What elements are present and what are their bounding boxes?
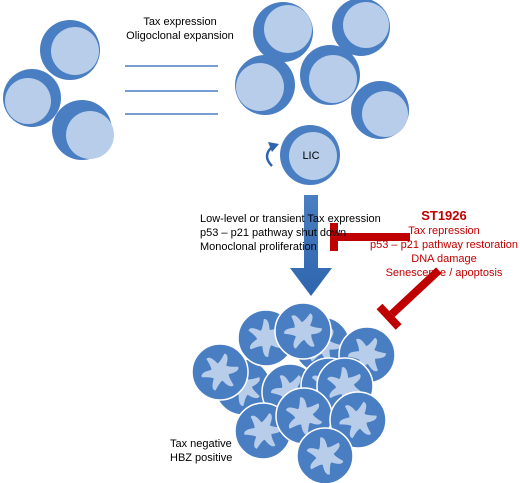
self-renewal-arrow-icon <box>265 142 279 167</box>
bottom-label-line2: HBZ positive <box>170 452 233 464</box>
top-label-line2: Oligoclonal expansion <box>126 30 234 42</box>
cell <box>40 20 100 80</box>
drug-effect: DNA damage <box>411 253 477 265</box>
cell <box>351 81 409 139</box>
inhibition-arrow-lower <box>376 267 442 330</box>
bottom-label-line1: Tax negative <box>170 438 232 450</box>
lic-cell <box>280 125 340 185</box>
cell <box>253 2 313 62</box>
top-label-line1: Tax expression <box>143 16 217 28</box>
middle-label-line1: Low-level or transient Tax expression <box>200 213 381 225</box>
cell <box>332 0 390 56</box>
cell <box>235 55 295 115</box>
tumor-cell <box>329 391 387 449</box>
top-label: Tax expression Oligoclonal expansion <box>115 15 245 43</box>
tumor-cell <box>296 427 354 483</box>
drug-effect: Senescence / apoptosis <box>385 267 503 279</box>
inhibition-arrow-upper <box>330 223 410 251</box>
drug-effect: Tax repression <box>408 225 480 237</box>
middle-label-line3: Monoclonal proliferation <box>200 241 317 253</box>
tumor-cell <box>274 302 332 360</box>
drug-effect: p53 – p21 pathway restoration <box>370 239 518 251</box>
lic-label: LIC <box>302 150 320 162</box>
cell <box>3 69 61 127</box>
bottom-label: Tax negative HBZ positive <box>170 437 250 465</box>
progression-arrow <box>290 195 332 296</box>
drug-name: ST1926 <box>421 208 467 223</box>
tumor-cell <box>191 343 249 401</box>
monoclonal-cell-cluster <box>191 302 396 483</box>
cell <box>300 45 360 105</box>
expansion-lines <box>125 65 218 115</box>
middle-label: Low-level or transient Tax expression p5… <box>200 212 400 254</box>
drug-panel: ST1926 Tax repression p53 – p21 pathway … <box>370 208 518 280</box>
cell <box>52 100 114 160</box>
cell-cluster-left <box>3 20 114 160</box>
cell-cluster-right <box>235 0 409 139</box>
middle-label-line2: p53 – p21 pathway shut down <box>200 227 347 239</box>
